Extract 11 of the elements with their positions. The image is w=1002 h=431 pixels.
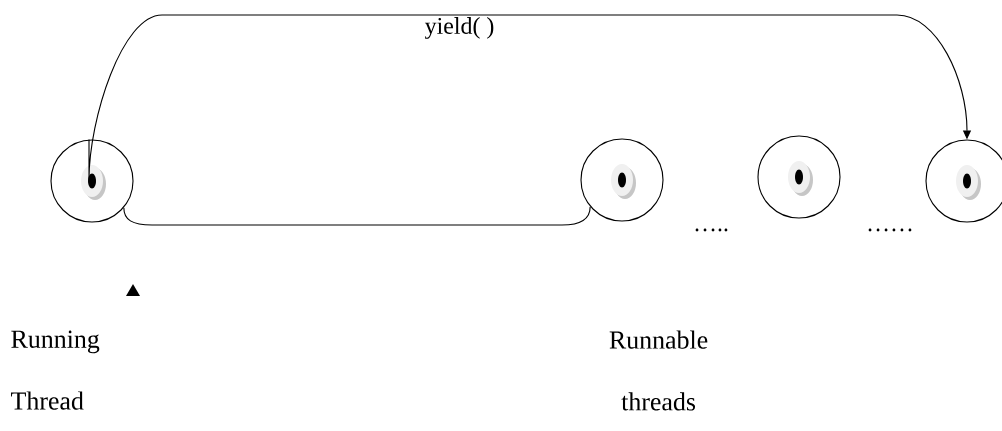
ellipsis-dots: …… [868,228,912,232]
connector-line [123,206,591,226]
thread-circle [50,139,134,223]
ellipsis-dots: ….. [695,228,728,232]
edge-label: yield( ) [423,16,496,40]
text-label: Running Thread [11,330,100,410]
thread-circle [925,139,1002,223]
thread-circle [580,138,664,222]
arrow [88,14,972,180]
thread-circle [757,135,841,219]
text-label: Runnable threads [609,330,708,411]
